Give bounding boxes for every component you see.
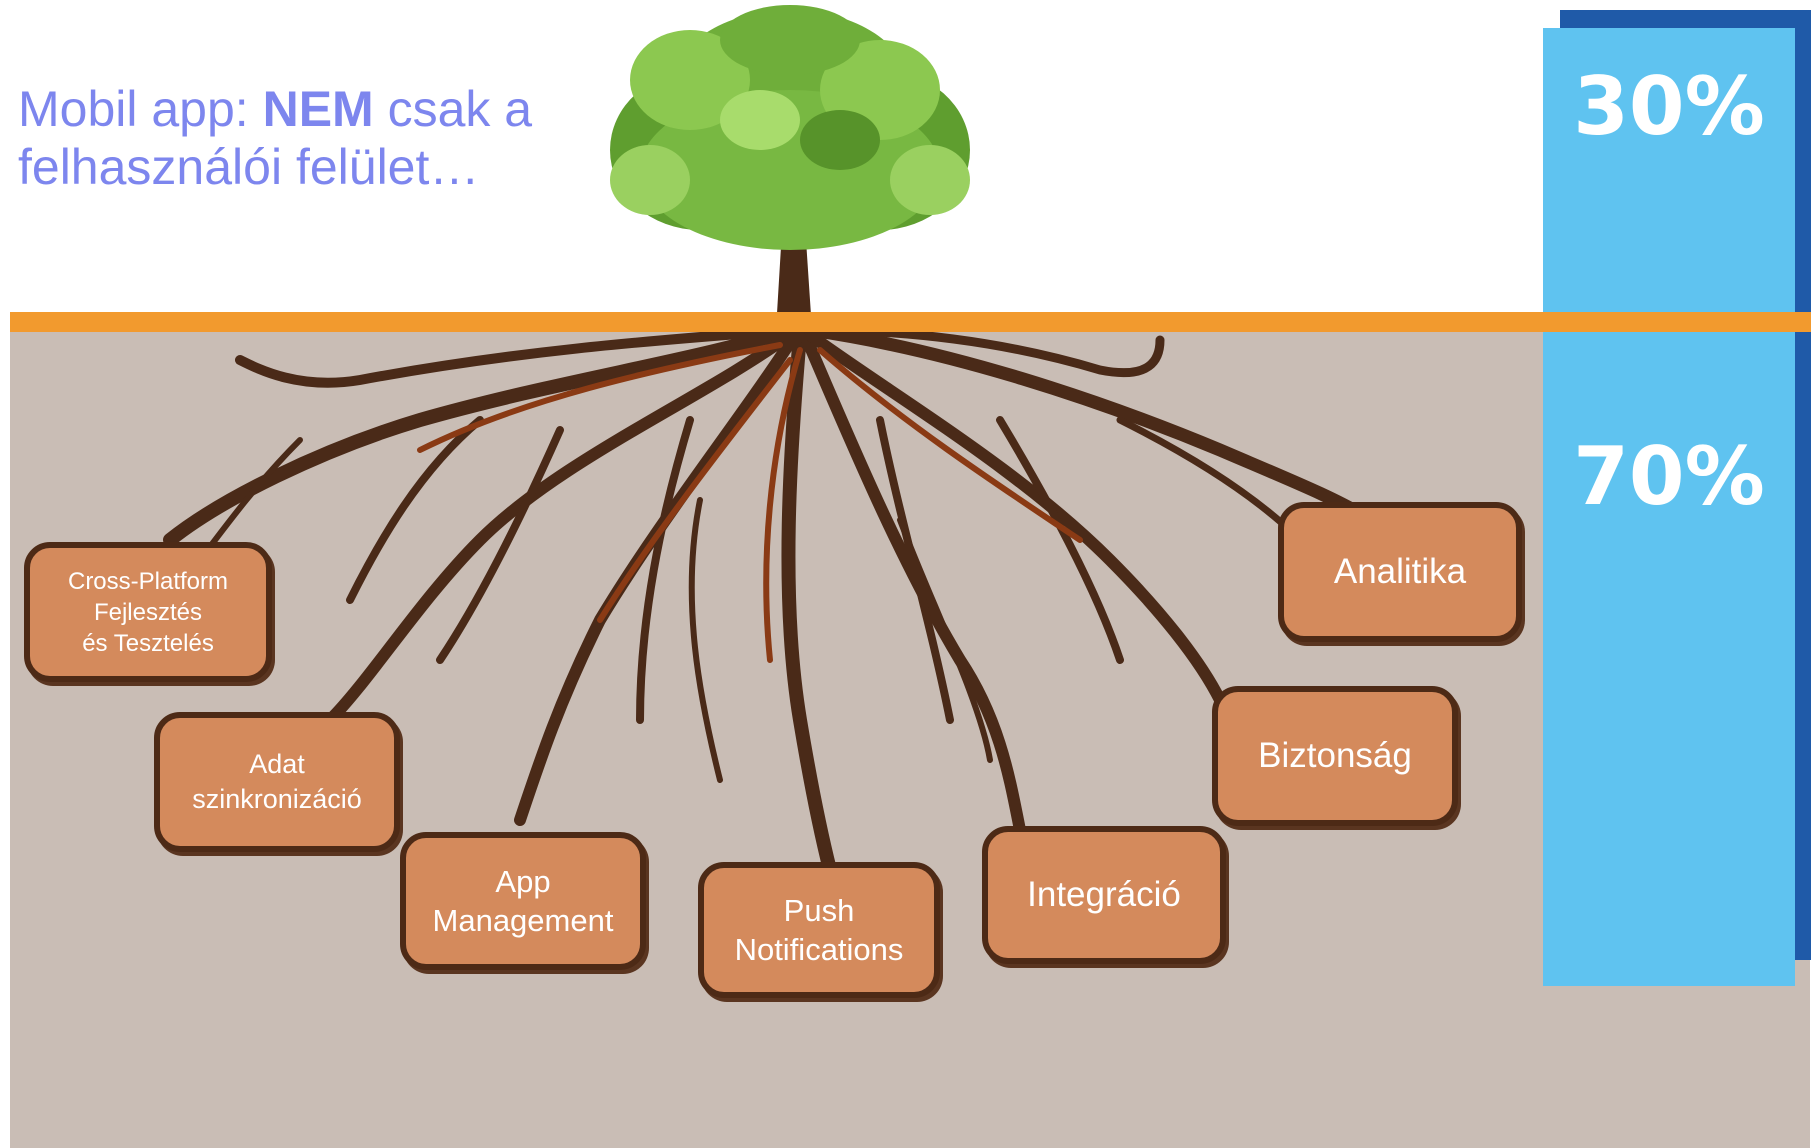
box-label-line: és Tesztelés: [82, 629, 214, 657]
title-emphasis: NEM: [262, 81, 374, 137]
box-label-line: Biztonság: [1258, 736, 1412, 775]
box-label-line: Fejlesztés: [93, 598, 203, 626]
box-integration: Integráció: [982, 826, 1226, 964]
percent-above-ground: 30%: [1573, 60, 1765, 153]
title-line-1: Mobil app: NEM csak a: [18, 80, 532, 138]
title-suffix: csak a: [373, 81, 533, 137]
box-label-line: Cross-Platform: [67, 567, 229, 595]
title-line-2: felhasználói felület…: [18, 139, 480, 195]
title-prefix: Mobil app:: [18, 81, 263, 137]
percent-below-ground: 70%: [1573, 430, 1765, 523]
ground-line: [10, 312, 1811, 332]
tree-foliage: [610, 5, 970, 250]
box-label-line: Adat: [249, 749, 305, 779]
box-label-line: Management: [432, 903, 614, 938]
box-analytics: Analitika: [1278, 502, 1522, 642]
box-label-line: App: [495, 864, 551, 899]
box-label-line: szinkronizáció: [192, 784, 362, 814]
box-label-line: Push: [783, 893, 855, 928]
box-push-notifications: Push Notifications: [698, 862, 940, 998]
page-title: Mobil app: NEM csak a felhasználói felül…: [18, 80, 532, 196]
box-app-management: App Management: [400, 832, 646, 970]
box-label-line: Analitika: [1333, 552, 1467, 591]
box-data-sync: Adat szinkronizáció: [154, 712, 400, 852]
box-cross-platform: Cross-Platform Fejlesztés és Tesztelés: [24, 542, 272, 682]
box-security: Biztonság: [1212, 686, 1458, 826]
percentage-bar: [1543, 28, 1795, 986]
box-label-line: Notifications: [734, 932, 904, 967]
box-label-line: Integráció: [1027, 875, 1181, 914]
